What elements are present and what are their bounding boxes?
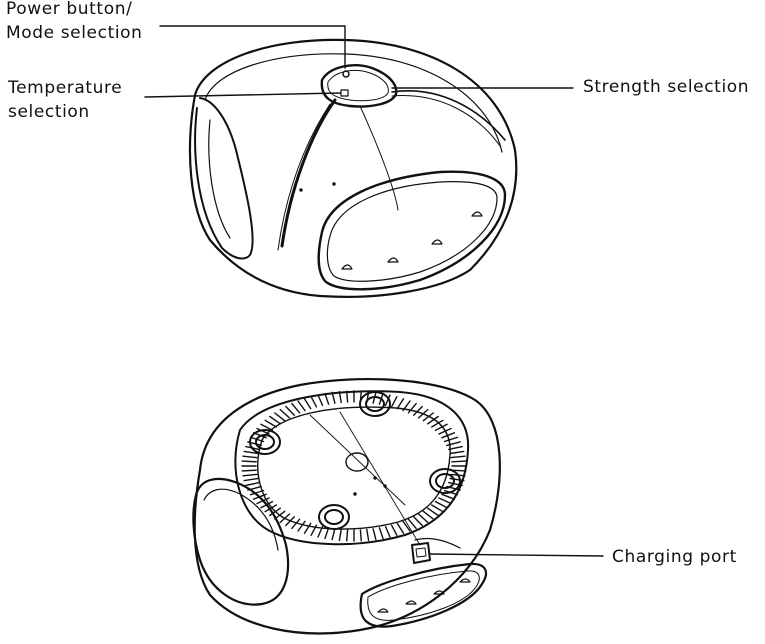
- label-power-line2: Mode selection: [6, 23, 143, 43]
- label-temperature: Temperature selection: [8, 76, 122, 124]
- device-top-view: [188, 38, 518, 298]
- leader-charging: [429, 553, 604, 557]
- label-charging-port: Charging port: [612, 547, 737, 567]
- leader-lines: [144, 25, 604, 557]
- leader-power: [159, 25, 346, 69]
- leader-temperature: [144, 92, 341, 98]
- charging-port-icon: [411, 542, 431, 564]
- device-bottom-view: [192, 377, 501, 635]
- temperature-icon: [340, 89, 349, 97]
- label-power-line1: Power button/: [6, 0, 133, 19]
- power-icon: [342, 70, 350, 78]
- label-power-mode: Power button/ Mode selection: [6, 0, 143, 45]
- label-temperature-line1: Temperature: [8, 78, 123, 98]
- label-temperature-line2: selection: [8, 102, 90, 122]
- label-strength: Strength selection: [583, 77, 750, 97]
